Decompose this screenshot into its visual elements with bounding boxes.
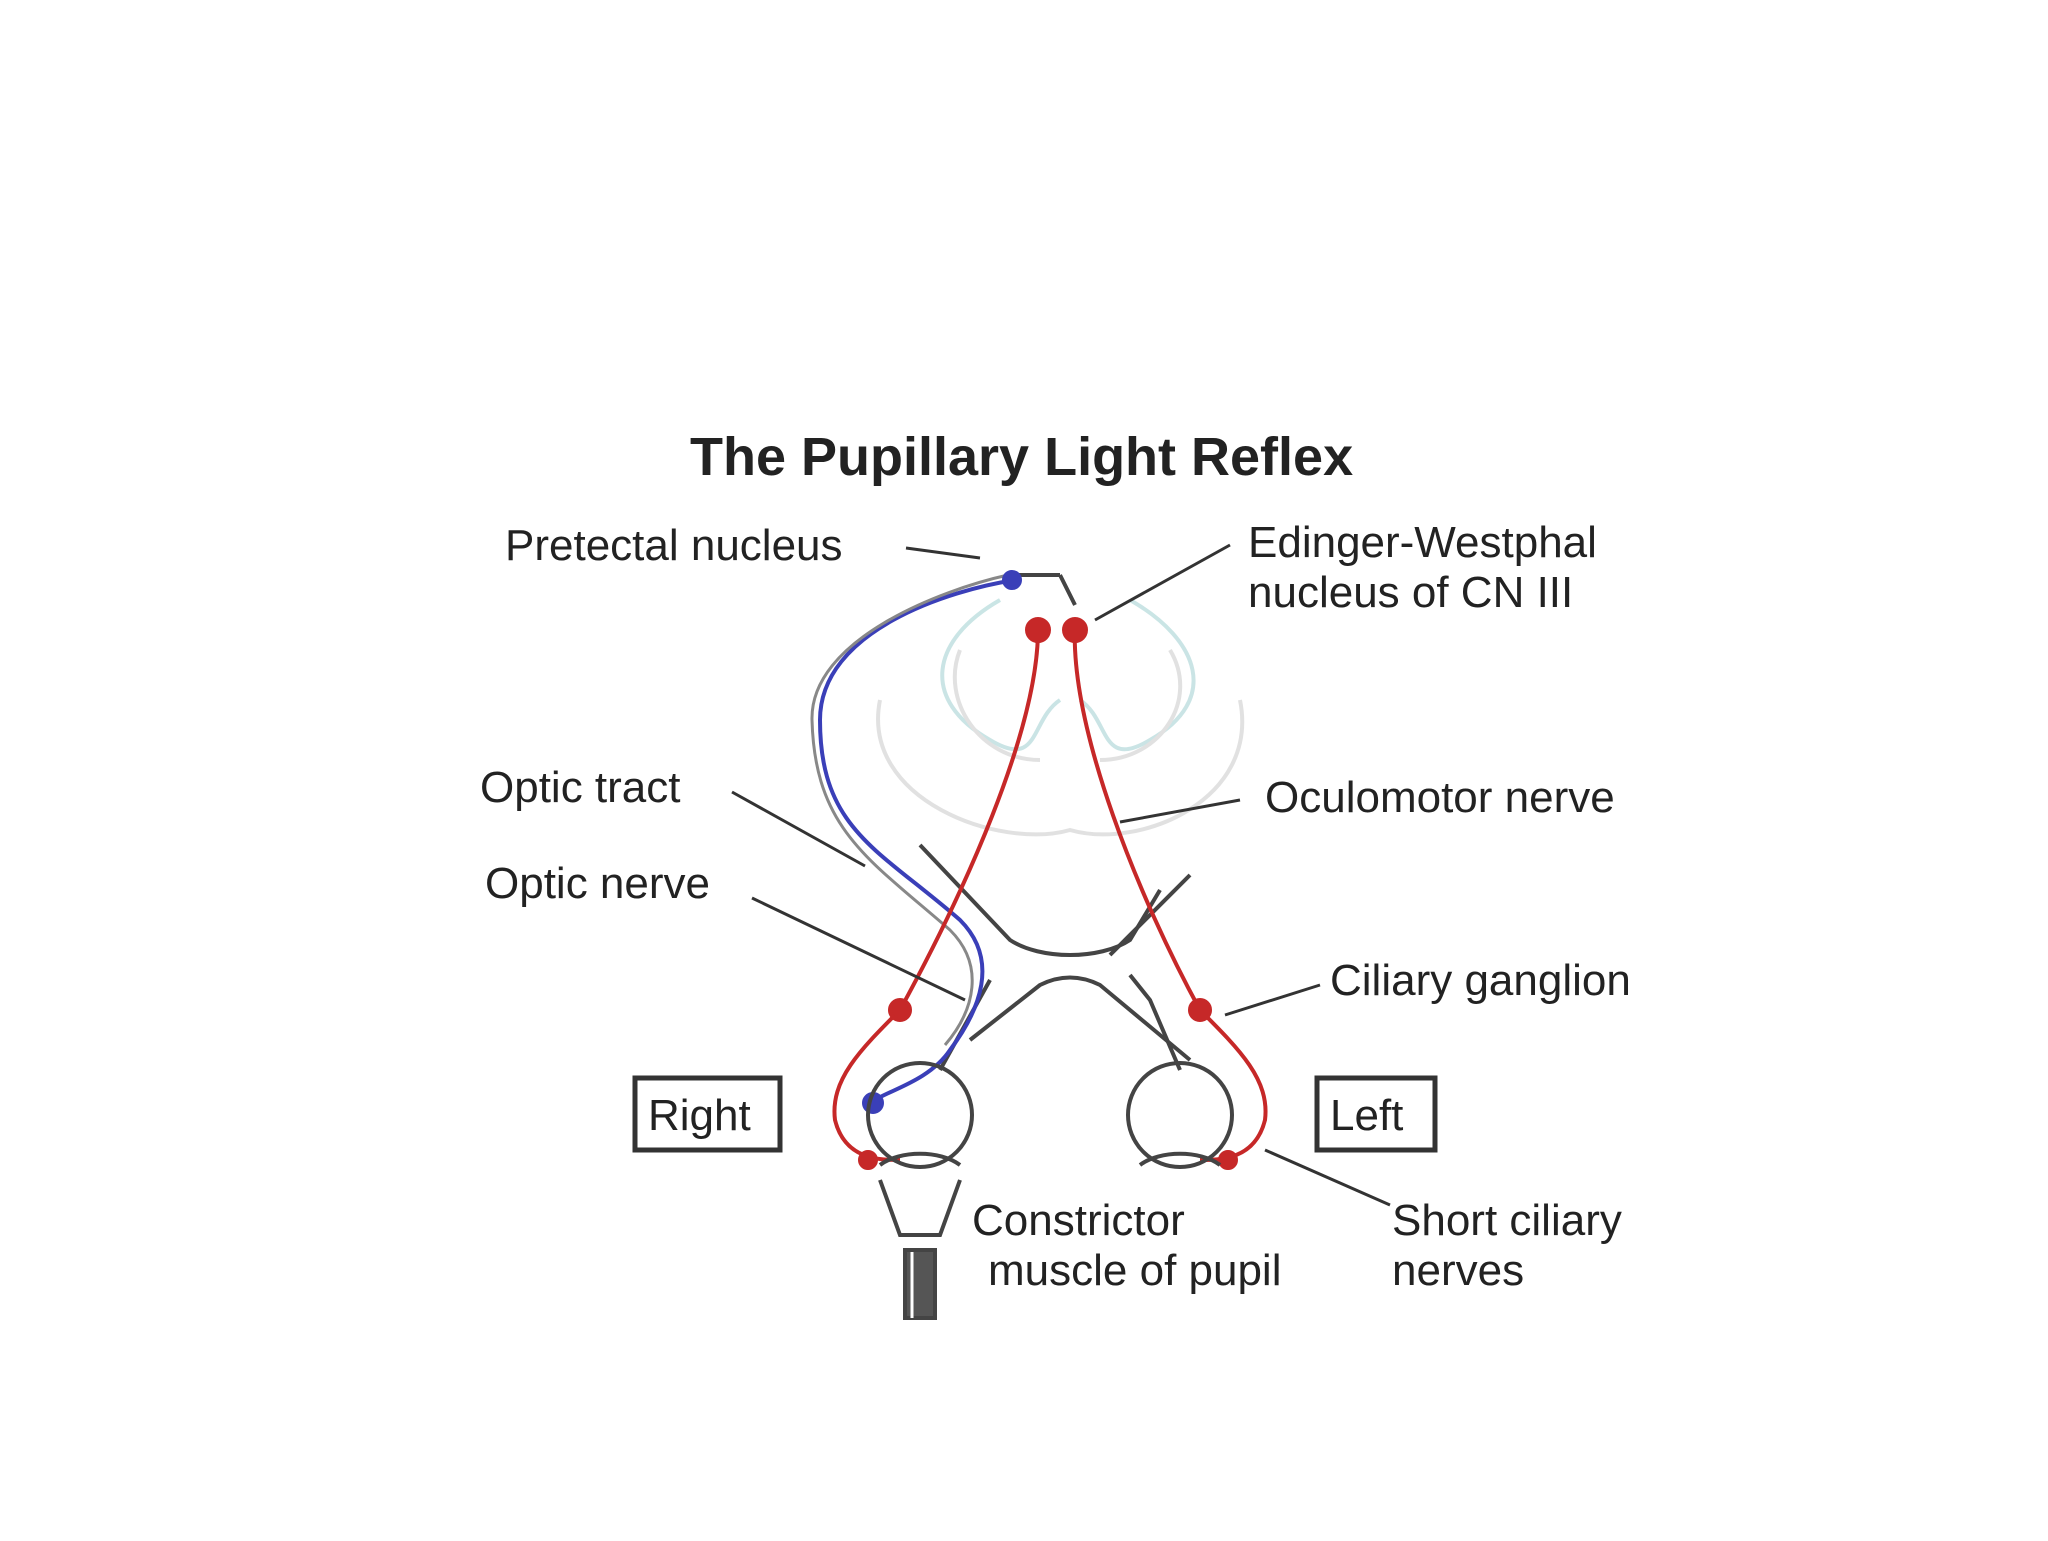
left-eye — [1126, 1061, 1234, 1169]
edinger-westphal-marker-right — [1025, 617, 1051, 643]
label-optic-nerve: Optic nerve — [485, 859, 710, 908]
constrictor-marker-left — [1218, 1150, 1238, 1170]
label-oculomotor-nerve: Oculomotor nerve — [1265, 773, 1615, 822]
constrictor-marker-right — [858, 1150, 878, 1170]
flashlight-icon — [878, 1179, 962, 1320]
ciliary-ganglion-marker-right — [888, 998, 912, 1022]
label-right: Right — [648, 1091, 751, 1140]
efferent-pathway — [832, 617, 1268, 1170]
label-edinger-westphal-2: nucleus of CN III — [1248, 568, 1573, 617]
midbrain-outline — [876, 598, 1245, 837]
ciliary-ganglion-marker-left — [1188, 998, 1212, 1022]
label-edinger-westphal-1: Edinger-Westphal — [1248, 518, 1597, 567]
left-label-box — [1314, 1075, 1438, 1153]
right-label-box — [632, 1075, 783, 1153]
leader-lines — [731, 543, 1391, 1207]
label-ciliary-ganglion: Ciliary ganglion — [1330, 956, 1631, 1005]
label-constrictor-2: muscle of pupil — [988, 1246, 1281, 1295]
label-constrictor-1: Constrictor — [972, 1196, 1185, 1245]
label-pretectal-nucleus: Pretectal nucleus — [505, 521, 843, 570]
diagram-title: The Pupillary Light Reflex — [690, 427, 1353, 487]
edinger-westphal-marker-left — [1062, 617, 1088, 643]
pretectal-synapse-marker — [1002, 570, 1022, 590]
label-optic-tract: Optic tract — [480, 763, 681, 812]
right-eye — [866, 1061, 974, 1169]
afferent-pathway — [810, 570, 1077, 1114]
label-short-ciliary-2: nerves — [1392, 1246, 1524, 1295]
label-left: Left — [1330, 1091, 1403, 1140]
label-short-ciliary-1: Short ciliary — [1392, 1196, 1622, 1245]
